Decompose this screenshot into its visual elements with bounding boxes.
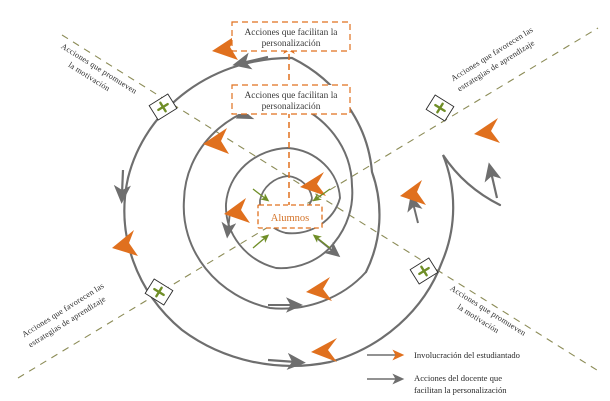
gray-arrow-outer-bottom bbox=[267, 352, 306, 370]
spiral-orange-arrows bbox=[112, 34, 500, 362]
orange-arrowhead-left bbox=[112, 230, 138, 256]
legend-label-teacher-line2: facilitan la personalización bbox=[414, 385, 507, 395]
spiral-ring-3 bbox=[182, 100, 367, 310]
orange-arrowhead-lower-mid bbox=[311, 338, 337, 362]
plus-icon bbox=[157, 101, 169, 113]
green-arrow-ne bbox=[312, 188, 331, 202]
gray-arrow-outer-left bbox=[113, 169, 131, 204]
orange-arrowhead-upper-left bbox=[203, 128, 229, 154]
action-box-inner-line1: Acciones que facilitan la bbox=[245, 90, 339, 101]
axis-label-bottom-left: Acciones que favorecen las estrategias d… bbox=[20, 281, 107, 349]
orange-arrowhead-ring2-left bbox=[224, 198, 250, 223]
action-box-outer-line1: Acciones que facilitan la bbox=[245, 27, 339, 38]
plus-marker-top-left bbox=[148, 93, 178, 121]
action-box-inner-frame bbox=[231, 84, 351, 115]
green-arrow-nw bbox=[252, 188, 270, 202]
center-node-box bbox=[257, 204, 323, 229]
action-box-outer-frame bbox=[231, 21, 351, 52]
green-arrow-se bbox=[312, 234, 331, 249]
gray-arrow-ring3-right bbox=[407, 194, 423, 224]
diagonal-axes bbox=[17, 27, 601, 379]
center-node-label: Alumnos bbox=[271, 213, 310, 224]
action-box-outer: Acciones que facilitan la personalizació… bbox=[231, 21, 351, 52]
orange-arrowhead-ring3-bottom bbox=[306, 277, 332, 301]
legend-label-student: Involucración del estudiantado bbox=[414, 350, 520, 360]
orange-arrowhead-right bbox=[400, 180, 426, 205]
axis-label-bottom-right: Acciones que promueven la motivación bbox=[448, 284, 527, 338]
action-box-inner: Acciones que facilitan la personalizació… bbox=[231, 84, 351, 115]
gray-arrow-outer-top bbox=[232, 52, 269, 70]
axis-label-top-right: Acciones que favorecen las estrategias d… bbox=[449, 25, 536, 93]
spiral-ring-2 bbox=[225, 147, 341, 270]
plus-marker-bottom-left bbox=[144, 278, 174, 306]
axis-label-top-left: Acciones que promueven la motivación bbox=[59, 42, 138, 96]
center-node: Alumnos bbox=[252, 188, 331, 249]
axis-line-sw-ne bbox=[17, 27, 599, 379]
action-box-outer-line2: personalización bbox=[262, 39, 321, 49]
action-box-inner-line2: personalización bbox=[262, 102, 321, 112]
legend-label-teacher-line1: Acciones del docente que bbox=[414, 373, 502, 383]
orange-arrowhead-center bbox=[300, 172, 326, 196]
plus-marker-top-right bbox=[425, 94, 455, 122]
green-arrow-sw bbox=[252, 234, 270, 249]
plus-icon bbox=[418, 265, 430, 277]
legend: Involucración del estudiantado Acciones … bbox=[367, 349, 520, 395]
orange-arrowhead-outer-right bbox=[474, 118, 500, 143]
plus-icon bbox=[153, 286, 165, 298]
gray-arrow-outer-right bbox=[484, 162, 502, 199]
axis-line-nw-se bbox=[61, 34, 601, 373]
plus-marker-bottom-right bbox=[409, 257, 439, 285]
plus-icon bbox=[434, 102, 446, 114]
